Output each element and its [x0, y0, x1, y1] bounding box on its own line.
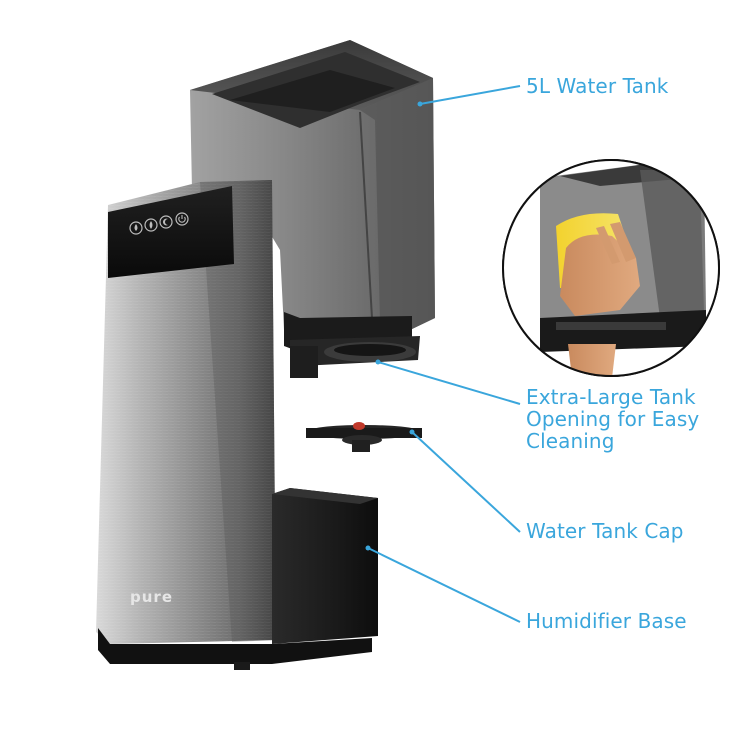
- callout-base: Humidifier Base: [526, 609, 687, 633]
- callout-lines: [365, 85, 521, 623]
- callout-tank-opening-line2: Opening for Easy: [526, 407, 700, 431]
- flame-icon[interactable]: [144, 218, 158, 232]
- callout-tank-opening-line3: Cleaning: [526, 429, 615, 453]
- water-tank-cap: [306, 422, 422, 452]
- callout-tank-opening-line1: Extra-Large Tank: [526, 385, 696, 409]
- callout-tank-cap: Water Tank Cap: [526, 519, 684, 543]
- humidifier-body: [96, 180, 276, 644]
- control-panel: [108, 186, 234, 278]
- brand-logo: pure: [130, 588, 173, 606]
- cleaning-inset: [502, 159, 720, 377]
- water-tank: [190, 40, 435, 352]
- tank-opening: [290, 336, 420, 378]
- callout-tank-opening: Extra-Large Tank Opening for Easy Cleani…: [526, 386, 699, 452]
- drop-icon[interactable]: [129, 221, 143, 235]
- callout-water-tank: 5L Water Tank: [526, 74, 669, 98]
- power-icon[interactable]: [175, 212, 189, 226]
- moon-icon[interactable]: [159, 215, 173, 229]
- humidifier-base: [98, 488, 378, 670]
